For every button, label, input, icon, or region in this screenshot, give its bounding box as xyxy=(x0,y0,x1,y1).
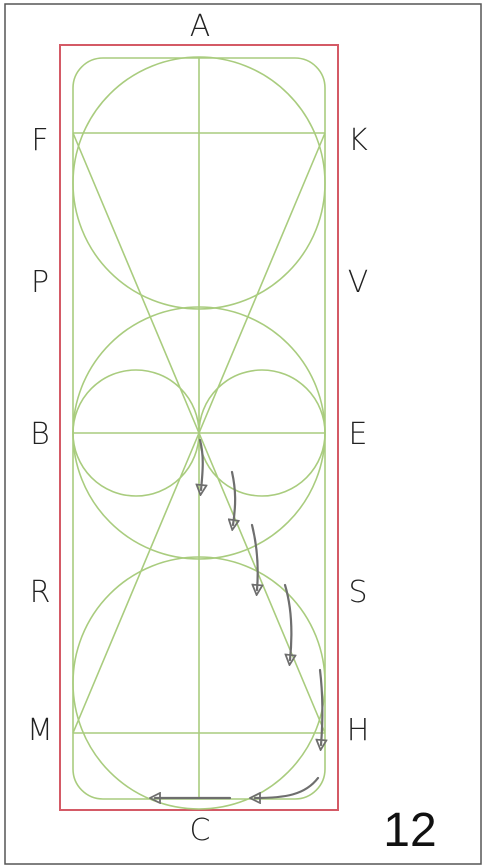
outer-frame xyxy=(4,3,482,865)
diagonal-b-h xyxy=(198,432,326,734)
path-segment-2 xyxy=(232,470,235,525)
marker-f: F xyxy=(31,123,48,158)
marker-s: S xyxy=(348,575,367,610)
top-circle xyxy=(72,56,326,310)
marker-b: B xyxy=(30,417,50,452)
marker-h: H xyxy=(347,713,370,748)
path-segment-3 xyxy=(250,523,258,590)
movement-path xyxy=(155,438,322,798)
marker-r: R xyxy=(30,575,51,610)
path-segment-6 xyxy=(255,776,320,798)
page-number: 12 xyxy=(383,804,436,857)
marker-k: K xyxy=(348,123,368,158)
path-segment-1 xyxy=(200,438,203,490)
diagonal-b-m xyxy=(72,432,200,734)
letter-markers: A K V E S H C M R B P F xyxy=(27,9,369,848)
marker-c: C xyxy=(190,813,211,848)
marker-v: V xyxy=(348,265,369,300)
diagonal-k-b xyxy=(198,132,326,434)
path-segment-5 xyxy=(320,668,322,745)
path-segment-4 xyxy=(283,583,291,660)
marker-m: M xyxy=(27,713,53,748)
track-figures xyxy=(72,56,326,810)
diagonal-f-c xyxy=(72,132,200,434)
marker-p: P xyxy=(31,265,49,300)
arena-border xyxy=(59,44,339,811)
marker-e: E xyxy=(349,417,368,452)
bottom-circle xyxy=(72,556,326,810)
marker-a: A xyxy=(190,9,211,44)
